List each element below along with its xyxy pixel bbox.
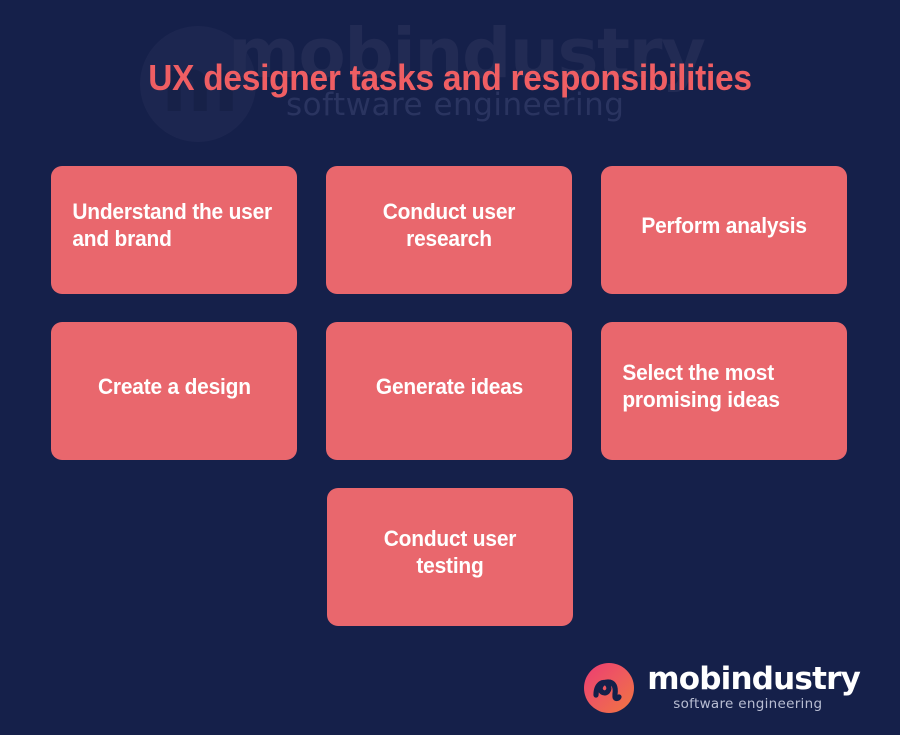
task-card-create-a-design[interactable]: Create a design <box>51 322 297 460</box>
page-title: UX designer tasks and responsibilities <box>148 57 752 98</box>
footer-brand: mobindustry <box>647 661 861 698</box>
task-card-understand-user-and-brand[interactable]: Understand the user and brand <box>51 166 297 294</box>
task-card-conduct-user-testing[interactable]: Conduct user testing <box>327 488 573 626</box>
footer-logo-text: mobindustry software engineering <box>647 661 861 713</box>
footer-tagline: software engineering <box>673 696 823 713</box>
task-card-grid: Understand the user and brand Conduct us… <box>51 166 849 654</box>
task-card-perform-analysis[interactable]: Perform analysis <box>601 166 847 294</box>
task-card-label: Select the most promising ideas <box>622 360 780 412</box>
task-card-label: Understand the user and brand <box>72 199 272 251</box>
task-card-label: Create a design <box>97 373 251 399</box>
task-card-generate-ideas[interactable]: Generate ideas <box>326 322 572 460</box>
task-card-conduct-user-research[interactable]: Conduct user research <box>326 166 572 294</box>
card-row-3: Conduct user testing <box>51 488 849 626</box>
task-card-label: Generate ideas <box>375 373 523 399</box>
mobindustry-logo-icon <box>584 663 635 713</box>
card-row-1: Understand the user and brand Conduct us… <box>51 166 849 294</box>
task-card-select-most-promising-ideas[interactable]: Select the most promising ideas <box>601 322 847 460</box>
footer-logo[interactable]: mobindustry software engineering <box>584 661 861 713</box>
task-card-label: Perform analysis <box>641 212 807 238</box>
monogram-m-icon <box>593 679 622 702</box>
task-card-label: Conduct user research <box>382 199 516 251</box>
task-card-label: Conduct user testing <box>383 526 517 578</box>
card-row-2: Create a design Generate ideas Select th… <box>51 322 849 460</box>
